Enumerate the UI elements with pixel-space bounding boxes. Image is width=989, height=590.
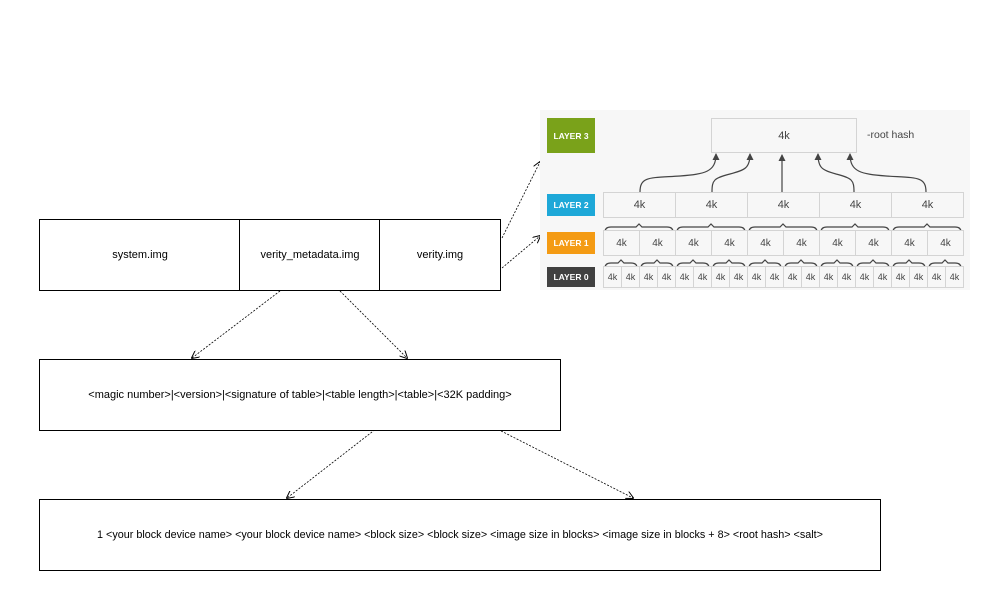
table-format-box: 1 <your block device name> <your block d…: [39, 499, 881, 571]
layer-1-block: 4k: [891, 230, 928, 256]
root-arrow: [711, 153, 754, 193]
root-arrow: [846, 153, 927, 193]
root-arrow: [814, 153, 855, 193]
layer-3-badge: LAYER 3: [547, 118, 595, 153]
layer-1-block: 4k: [927, 230, 964, 256]
layer-0-group-brace: [640, 259, 674, 269]
layer-1-group-brace: [676, 223, 746, 233]
layer-0-group-brace: [928, 259, 962, 269]
arrow-to-hash-tree-top: [501, 162, 540, 239]
layer-0-block: 4k: [819, 266, 838, 288]
layer-1-block: 4k: [639, 230, 676, 256]
verity-metadata-img-label: verity_metadata.img: [260, 249, 360, 261]
layer-2-block: 4k: [819, 192, 892, 218]
layer-0-block: 4k: [675, 266, 694, 288]
metadata-format-box: <magic number>|<version>|<signature of t…: [39, 359, 561, 431]
layer-2-block: 4k: [603, 192, 676, 218]
layer-0-block: 4k: [693, 266, 712, 288]
layer-0-group-brace: [784, 259, 818, 269]
layer-0-block: 4k: [639, 266, 658, 288]
layer-0-block: 4k: [873, 266, 892, 288]
layer-0-block: 4k: [909, 266, 928, 288]
layer-1-group-brace: [604, 223, 674, 233]
layer-1-group-brace: [892, 223, 962, 233]
layer-0-block: 4k: [783, 266, 802, 288]
layer-0-block: 4k: [621, 266, 640, 288]
verity-img-label: verity.img: [416, 249, 464, 261]
layer-1-block: 4k: [711, 230, 748, 256]
layer-1-block: 4k: [819, 230, 856, 256]
layer-0-group-brace: [820, 259, 854, 269]
hash-tree-connectors: [604, 153, 962, 269]
layer-0-block: 4k: [837, 266, 856, 288]
layer-0-group-brace: [676, 259, 710, 269]
layer-1-badge: LAYER 1: [547, 232, 595, 254]
layer-0-block: 4k: [945, 266, 964, 288]
layer-1-block: 4k: [747, 230, 784, 256]
layer-0-block: 4k: [891, 266, 910, 288]
layer-0-group-brace: [856, 259, 890, 269]
layer-0-block: 4k: [747, 266, 766, 288]
layer-0-block: 4k: [603, 266, 622, 288]
table-format-text: 1 <your block device name> <your block d…: [97, 529, 823, 541]
layer-0-block: 4k: [711, 266, 730, 288]
layer-0-badge: LAYER 0: [547, 267, 595, 287]
layer-0-group-brace: [604, 259, 638, 269]
layer-1-group-brace: [820, 223, 890, 233]
layer-3-block: 4k: [711, 118, 857, 153]
layer-1-block: 4k: [783, 230, 820, 256]
layer-1-block: 4k: [603, 230, 640, 256]
layer-1-group-brace: [748, 223, 818, 233]
arrow-to-hash-tree-bottom: [501, 236, 540, 269]
root-arrow: [639, 153, 720, 193]
layer-0-group-brace: [748, 259, 782, 269]
layer-0-block: 4k: [855, 266, 874, 288]
layer-0-block: 4k: [801, 266, 820, 288]
root-hash-label: -root hash: [867, 129, 915, 141]
layer-2-block: 4k: [675, 192, 748, 218]
layer-2-badge: LAYER 2: [547, 194, 595, 216]
layer-0-block: 4k: [729, 266, 748, 288]
system-img-label: system.img: [112, 249, 168, 261]
layer-0-block: 4k: [657, 266, 676, 288]
layer-1-block: 4k: [675, 230, 712, 256]
layer-0-group-brace: [712, 259, 746, 269]
layer-1-block: 4k: [855, 230, 892, 256]
layer-0-block: 4k: [927, 266, 946, 288]
verity-img-box: verity.img: [379, 219, 501, 291]
verity-metadata-img-box: verity_metadata.img: [239, 219, 381, 291]
layer-0-group-brace: [892, 259, 926, 269]
metadata-format-text: <magic number>|<version>|<signature of t…: [88, 389, 512, 401]
arrow-metadata-to-format-right: [339, 290, 407, 358]
layer-2-block: 4k: [891, 192, 964, 218]
arrow-table-to-format-right: [447, 403, 633, 498]
system-img-box: system.img: [39, 219, 241, 291]
layer-2-block: 4k: [747, 192, 820, 218]
layer-0-block: 4k: [765, 266, 784, 288]
arrow-metadata-to-format-left: [192, 290, 281, 358]
